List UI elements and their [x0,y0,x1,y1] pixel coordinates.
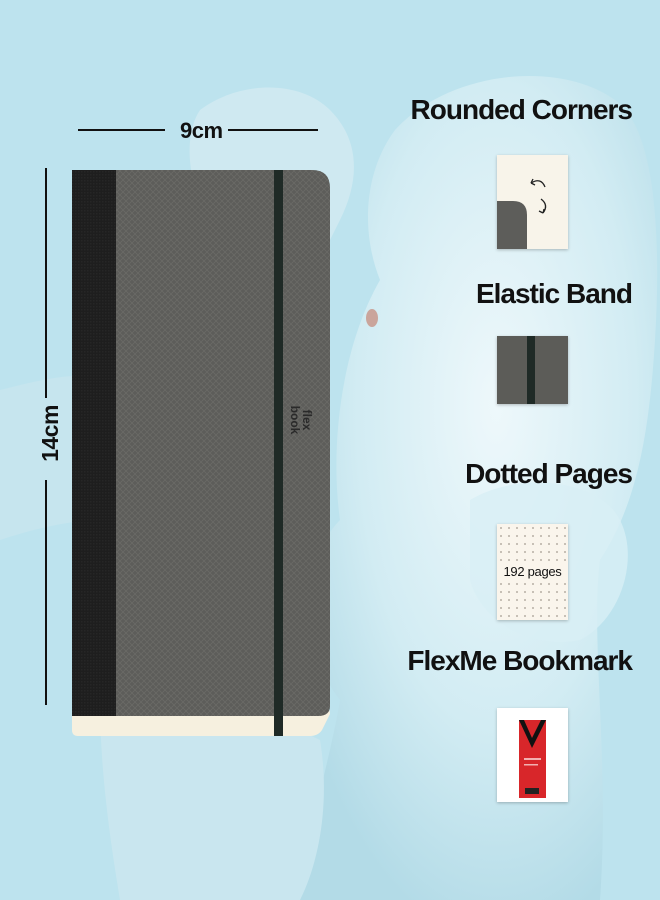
width-dimension-label: 9cm [180,118,223,143]
feature-title-rounded-corners: Rounded Corners [410,94,633,125]
bookmark-thumbnail [497,708,568,802]
feature-title-flexme-bookmark: FlexMe Bookmark [407,645,633,676]
page-count-label: 192 pages [497,564,568,579]
flexbook-logo: flex book [288,406,314,435]
height-dimension-label: 14cm [36,405,63,462]
feature-title-dotted-pages: Dotted Pages [465,458,633,489]
svg-text:book: book [288,406,302,435]
svg-text:flex: flex [300,410,314,431]
elastic-band [274,170,283,736]
feature-title-elastic-band: Elastic Band [475,278,633,309]
rounded-corners-thumbnail [497,155,568,249]
notebook: flex book [72,170,330,736]
elastic-band-thumbnail [497,336,568,404]
notebook-cover [72,170,330,716]
dotted-pages-thumbnail: 192 pages [497,524,568,620]
notebook-spine [72,170,116,716]
